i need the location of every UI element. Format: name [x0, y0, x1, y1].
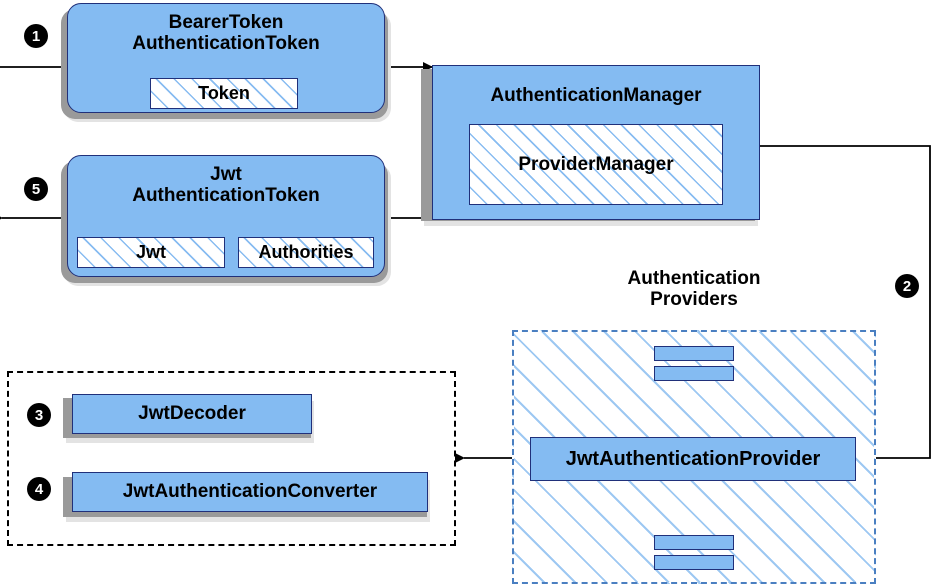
authentication-providers-title: Authentication Providers [627, 268, 761, 311]
step-badge-5: 5 [24, 177, 48, 201]
step-badge-4: 4 [27, 477, 51, 501]
provider-stack-bar-top-1 [654, 346, 734, 361]
step-badge-2-number: 2 [902, 277, 912, 295]
step-badge-4-number: 4 [34, 480, 44, 498]
provider-stack-bar-top-2 [654, 366, 734, 381]
inner-box-jwt[interactable]: Jwt [77, 237, 225, 268]
step-badge-2: 2 [895, 274, 919, 298]
node-jwt-authentication-provider[interactable]: JwtAuthenticationProvider [530, 437, 856, 481]
step-badge-1-number: 1 [31, 27, 41, 45]
inner-box-authorities-label: Authorities [258, 242, 354, 262]
node-jwt-decoder[interactable]: JwtDecoder [72, 394, 312, 434]
node-authentication-manager-title: AuthenticationManager [490, 85, 702, 106]
node-jwt-authentication-token[interactable]: Jwt AuthenticationToken [67, 155, 385, 277]
provider-stack-bar-bottom-2 [654, 555, 734, 570]
step-badge-1: 1 [24, 24, 48, 48]
step-badge-3-number: 3 [34, 406, 44, 424]
inner-box-token-label: Token [198, 83, 250, 103]
node-jwt-authentication-provider-label: JwtAuthenticationProvider [565, 447, 821, 470]
inner-box-provider-manager[interactable]: ProviderManager [469, 124, 723, 205]
step-badge-5-number: 5 [31, 180, 41, 198]
inner-box-jwt-label: Jwt [135, 242, 166, 262]
node-jwt-authentication-converter[interactable]: JwtAuthenticationConverter [72, 472, 428, 512]
inner-box-authorities[interactable]: Authorities [238, 237, 374, 268]
node-jwt-decoder-label: JwtDecoder [138, 403, 246, 424]
provider-stack-bar-bottom-1 [654, 535, 734, 550]
step-badge-3: 3 [27, 403, 51, 427]
node-bearer-token-title: BearerToken AuthenticationToken [132, 12, 320, 54]
node-jwt-authentication-converter-label: JwtAuthenticationConverter [122, 481, 378, 502]
inner-box-token[interactable]: Token [150, 78, 298, 109]
inner-box-provider-manager-label: ProviderManager [518, 153, 674, 175]
node-jwt-authentication-token-title: Jwt AuthenticationToken [132, 164, 320, 206]
